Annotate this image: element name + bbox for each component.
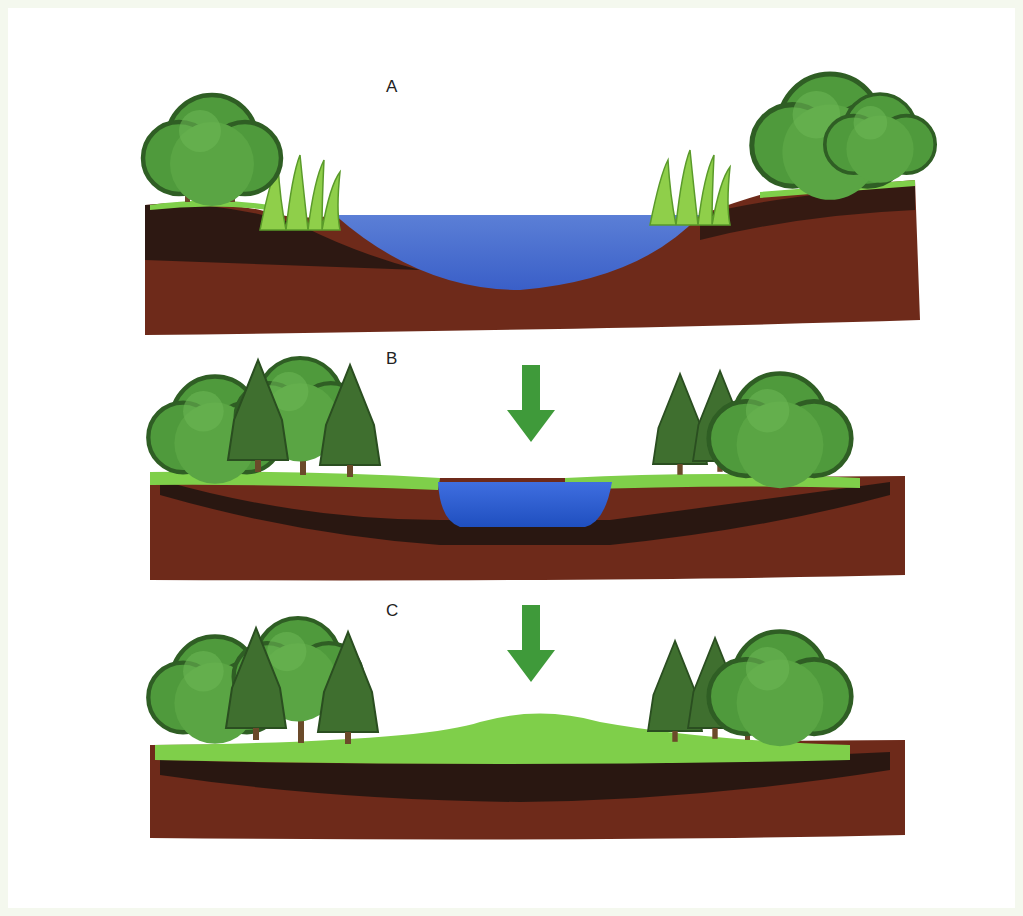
panel-letter: C (386, 601, 398, 621)
panel-letter: A (386, 77, 397, 97)
panel-letter: B (386, 349, 397, 369)
